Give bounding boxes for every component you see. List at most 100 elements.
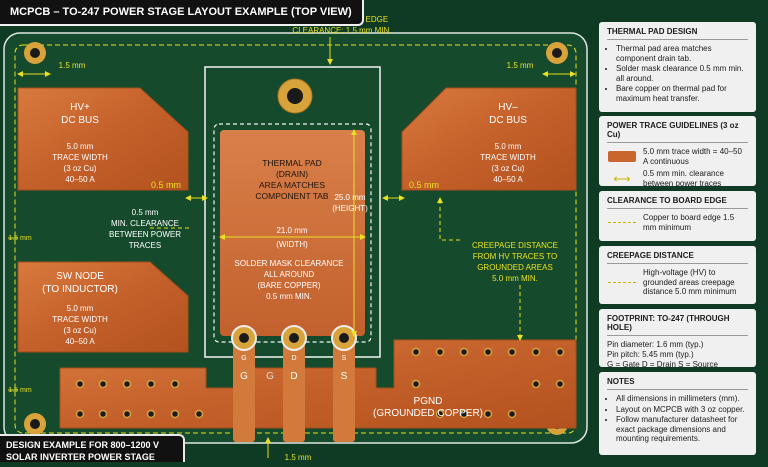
thermal-pad [220, 130, 365, 336]
footprint-line-1: Pin diameter: 1.6 mm (typ.) [607, 340, 704, 349]
svg-text:40–50 A: 40–50 A [65, 337, 95, 346]
svg-text:40–50 A: 40–50 A [493, 175, 523, 184]
pin-drain-label: D [290, 371, 297, 382]
panel-thermal-pad: THERMAL PAD DESIGN Thermal pad area matc… [599, 22, 756, 112]
min-clear-label-3: BETWEEN POWER [109, 230, 181, 239]
notes-item: Follow manufacturer datasheet for exact … [616, 415, 748, 444]
thermal-pad-label: THERMAL PAD (DRAIN) AREA MATCHES COMPONE… [255, 158, 329, 201]
panel-edge-title: CLEARANCE TO BOARD EDGE [607, 196, 748, 209]
pin-drain [281, 325, 307, 442]
panel-thermal-item: Thermal pad area matches component drain… [616, 44, 748, 63]
pgnd-vias [75, 347, 565, 419]
pad-height-label-1: 25.0 mm [334, 193, 365, 202]
pin-source-label: S [341, 371, 348, 382]
svg-text:AREA MATCHES: AREA MATCHES [259, 180, 325, 190]
footprint-line-3: G = Gate D = Drain S = Source [607, 360, 718, 369]
panel-thermal-item: Solder mask clearance 0.5 mm min. all ar… [616, 64, 748, 83]
pad-width-label-2: (WIDTH) [276, 240, 308, 249]
hv-plus-trace [17, 87, 189, 191]
svg-text:5.0 mm: 5.0 mm [67, 142, 94, 151]
footer-line-1: DESIGN EXAMPLE FOR 800–1200 V [6, 440, 160, 450]
min-clear-label-2: MIN. CLEARANCE [111, 219, 179, 228]
sm-label-3: (BARE COPPER) [257, 281, 320, 290]
pad-height-label-2: (HEIGHT) [332, 204, 368, 213]
svg-text:(3 oz Cu): (3 oz Cu) [64, 164, 97, 173]
sw-node-label: SW NODE (TO INDUCTOR) 5.0 mm TRACE WIDTH… [42, 271, 118, 346]
pin-gate-top-label: G [241, 355, 246, 362]
dim-tr-label: 1.5 mm [507, 61, 534, 70]
pgnd-copper [59, 339, 577, 429]
package-mounting-hole-icon [277, 78, 313, 114]
dashed-line-icon [608, 222, 636, 223]
pin-gate [231, 325, 257, 442]
min-clear-label-1: 0.5 mm [132, 208, 159, 217]
svg-text:HV–: HV– [498, 102, 518, 113]
panel-notes-title: NOTES [607, 377, 748, 390]
svg-text:HV+: HV+ [70, 102, 90, 113]
panel-power-title: POWER TRACE GUIDELINES (3 oz Cu) [607, 121, 748, 143]
svg-text:TRACE WIDTH: TRACE WIDTH [480, 153, 536, 162]
min-clear-label-4: TRACES [129, 241, 161, 250]
pin-drain-top-label: D [291, 355, 296, 362]
panel-power-trace: POWER TRACE GUIDELINES (3 oz Cu) 5.0 mm … [599, 116, 756, 188]
pin-source [331, 325, 357, 442]
svg-text:40–50 A: 40–50 A [65, 175, 95, 184]
copper-edge-label-2: CLEARANCE: 1.5 mm MIN. [292, 26, 391, 35]
panel-thermal-item: Bare copper on thermal pad for maximum h… [616, 84, 748, 103]
dim-bottom-label: 1.5 mm [285, 453, 312, 462]
copper-keepout-outline [14, 44, 577, 434]
gap-left-label: 0.5 mm [151, 180, 181, 190]
svg-text:COMPONENT TAB: COMPONENT TAB [255, 191, 329, 201]
sm-label-2: ALL AROUND [264, 270, 315, 279]
svg-text:5.0 mm: 5.0 mm [495, 142, 522, 151]
svg-text:DC BUS: DC BUS [61, 115, 99, 126]
hv-minus-trace [401, 87, 577, 191]
copper-swatch-icon [608, 151, 636, 162]
panel-thermal-title: THERMAL PAD DESIGN [607, 27, 748, 40]
panel-footprint-title: FOOTPRINT: TO-247 (THROUGH HOLE) [607, 314, 748, 336]
svg-text:5.0 mm: 5.0 mm [67, 304, 94, 313]
sw-node-trace [17, 261, 189, 353]
pin-source-top-label: S [342, 355, 347, 362]
sm-label-4: 0.5 mm MIN. [266, 292, 312, 301]
footprint-line-2: Pin pitch: 5.45 mm (typ.) [607, 350, 694, 359]
dim-tl-label: 1.5 mm [59, 61, 86, 70]
svg-text:(3 oz Cu): (3 oz Cu) [64, 326, 97, 335]
power-row-1: 5.0 mm trace width = 40–50 A continuous [643, 147, 742, 166]
footer-line-2: SOLAR INVERTER POWER STAGE [6, 452, 155, 462]
creepage-label-1: CREEPAGE DISTANCE [472, 241, 558, 250]
svg-text:PGND: PGND [414, 396, 443, 407]
pad-width-label-1: 21.0 mm [276, 226, 307, 235]
dim-left-low-label: 1.5 mm [8, 387, 32, 394]
svg-text:(DRAIN): (DRAIN) [276, 169, 308, 179]
panel-creepage-title: CREEPAGE DISTANCE [607, 251, 748, 264]
pin-gate-label: G [240, 371, 248, 382]
edge-row-1: Copper to board edge 1.5 mm minimum [643, 213, 735, 232]
dim-left-mid-label: 1.5 mm [8, 235, 32, 242]
svg-text:DC BUS: DC BUS [489, 115, 527, 126]
panel-board-edge: CLEARANCE TO BOARD EDGE Copper to board … [599, 191, 756, 241]
mounting-hole-icon [24, 413, 46, 435]
creepage-row-1: High-voltage (HV) to grounded areas cree… [643, 268, 737, 296]
power-row-2: 0.5 mm min. clearance between power trac… [643, 169, 724, 188]
panel-footprint: FOOTPRINT: TO-247 (THROUGH HOLE) Pin dia… [599, 309, 756, 369]
page-title: MCPCB – TO-247 POWER STAGE LAYOUT EXAMPL… [0, 0, 364, 26]
panel-creepage: CREEPAGE DISTANCE High-voltage (HV) to g… [599, 246, 756, 304]
svg-text:SW NODE: SW NODE [56, 271, 104, 282]
hv-plus-label: HV+ DC BUS 5.0 mm TRACE WIDTH (3 oz Cu) … [52, 102, 108, 184]
notes-item: All dimensions in millimeters (mm). [616, 394, 748, 404]
creepage-label-4: 5.0 mm MIN. [492, 274, 538, 283]
mounting-hole-icon [24, 42, 46, 64]
svg-text:TRACE WIDTH: TRACE WIDTH [52, 153, 108, 162]
notes-item: Layout on MCPCB with 3 oz copper. [616, 405, 748, 415]
pgnd-label: PGND (GROUNDED COPPER) [373, 396, 483, 419]
mounting-hole-icon [546, 42, 568, 64]
creepage-label-2: FROM HV TRACES TO [473, 252, 557, 261]
footer-caption: DESIGN EXAMPLE FOR 800–1200 V SOLAR INVE… [0, 434, 185, 462]
dashed-line-icon [608, 281, 636, 283]
double-arrow-icon: ⟷ [613, 171, 631, 186]
svg-text:THERMAL PAD: THERMAL PAD [262, 158, 322, 168]
svg-text:TRACE WIDTH: TRACE WIDTH [52, 315, 108, 324]
panel-notes: NOTES All dimensions in millimeters (mm)… [599, 372, 756, 455]
